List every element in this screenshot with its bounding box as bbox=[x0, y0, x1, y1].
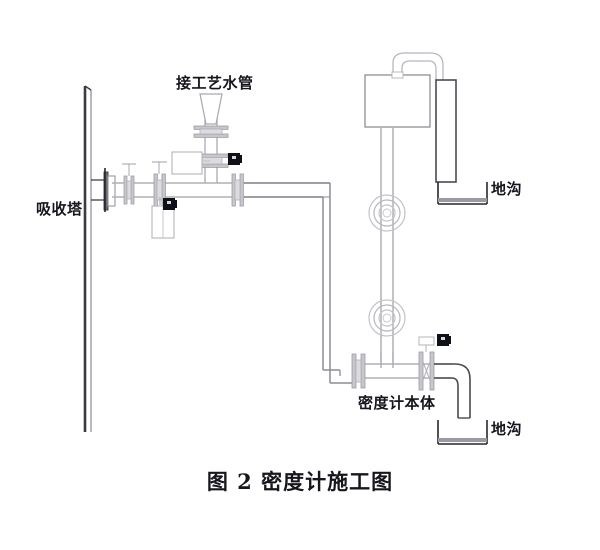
mid-flange-pair bbox=[231, 173, 244, 207]
flush-valve-vertical bbox=[193, 125, 229, 138]
trench-channel-bottom bbox=[437, 420, 488, 445]
label-densitometer-body: 密度计本体 bbox=[358, 394, 436, 412]
funnel-top bbox=[199, 93, 223, 125]
label-trench-bottom: 地沟 bbox=[491, 420, 523, 438]
drain-elbow bbox=[434, 363, 471, 419]
instrument-box-left bbox=[171, 151, 210, 175]
tag-marker-3 bbox=[437, 334, 451, 346]
tag-marker-2 bbox=[163, 198, 177, 210]
densitometer-transmitter bbox=[364, 74, 431, 128]
transmitter-curved-pipe bbox=[391, 52, 444, 80]
absorption-tower-wall bbox=[83, 85, 92, 432]
label-absorption-tower: 吸收塔 bbox=[36, 200, 83, 218]
label-process-water-pipe: 接工艺水管 bbox=[176, 74, 254, 92]
tag-marker-1 bbox=[228, 153, 242, 165]
upper-drain-riser bbox=[435, 79, 457, 183]
sight-flange-upper bbox=[368, 194, 406, 232]
tower-nozzle-flange bbox=[91, 168, 116, 212]
sight-flange-lower bbox=[368, 299, 406, 337]
isolation-valve-1 bbox=[122, 163, 136, 205]
densitometer-vertical-pipe bbox=[380, 127, 394, 368]
label-trench-top: 地沟 bbox=[491, 180, 523, 198]
main-horizontal-pipe bbox=[112, 182, 330, 198]
right-downcomer-pipe bbox=[244, 182, 352, 384]
figure-caption: 图 2 密度计施工图 bbox=[206, 469, 394, 494]
drain-box-lower-left bbox=[151, 205, 175, 239]
trench-channel-top bbox=[437, 182, 488, 205]
